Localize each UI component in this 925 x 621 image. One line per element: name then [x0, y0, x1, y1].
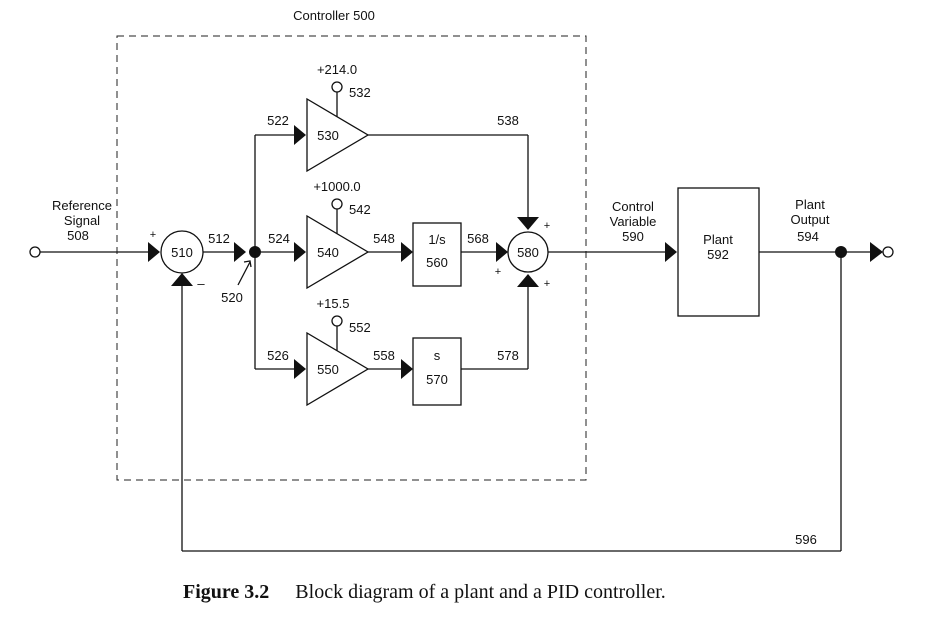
integrator-id: 560	[426, 255, 448, 270]
differentiator-id: 570	[426, 372, 448, 387]
label-548: 548	[373, 231, 395, 246]
gain-530-value: +214.0	[317, 62, 357, 77]
summer-510-minus: –	[197, 276, 205, 291]
feedback-arrow	[171, 273, 193, 286]
summer-580-plus-top: +	[544, 220, 550, 232]
gain-540-tap-label: 542	[349, 202, 371, 217]
gain-550-label: 550	[317, 362, 339, 377]
plant-id: 592	[707, 247, 729, 262]
wire-578-arrow	[517, 274, 539, 287]
summer-510-plus: +	[150, 229, 156, 241]
plant-output-arrow	[870, 242, 883, 262]
pointer-520-head	[243, 260, 252, 268]
pointer-520	[237, 261, 251, 286]
reference-arrow	[148, 242, 160, 262]
control-variable-arrow	[665, 242, 677, 262]
reference-label-id: 508	[67, 228, 89, 243]
label-538: 538	[497, 113, 519, 128]
label-520: 520	[221, 290, 243, 305]
reference-label-line1: Reference	[52, 198, 112, 213]
controller-boundary	[116, 35, 587, 481]
differentiator-expr: s	[434, 348, 441, 363]
caption-text: Block diagram of a plant and a PID contr…	[295, 581, 665, 603]
integrator-block-560	[412, 222, 462, 287]
plant-output-line1: Plant	[795, 197, 825, 212]
control-variable-id: 590	[622, 229, 644, 244]
plant-output-id: 594	[797, 229, 819, 244]
integrator-expr: 1/s	[428, 232, 446, 247]
gain-550-tap-terminal	[331, 315, 343, 327]
label-526: 526	[267, 348, 289, 363]
gain-540-tap-terminal	[331, 198, 343, 210]
caption-label: Figure 3.2	[183, 581, 269, 603]
gain-540-label: 540	[317, 245, 339, 260]
control-variable-line1: Control	[612, 199, 654, 214]
label-596: 596	[795, 532, 817, 547]
gain-530-label: 530	[317, 128, 339, 143]
label-568: 568	[467, 231, 489, 246]
wire-522-arrow	[294, 125, 306, 145]
gain-530-tap-terminal	[331, 81, 343, 93]
gain-550-tap-label: 552	[349, 320, 371, 335]
gain-550-value: +15.5	[317, 296, 350, 311]
wire-558-arrow	[401, 359, 413, 379]
summer-580-label: 580	[517, 245, 539, 260]
label-578: 578	[497, 348, 519, 363]
differentiator-block-570	[412, 337, 462, 406]
plant-output-terminal	[882, 246, 894, 258]
label-524: 524	[268, 231, 290, 246]
label-558: 558	[373, 348, 395, 363]
summer-580-plus-left: +	[495, 266, 501, 278]
label-522: 522	[267, 113, 289, 128]
wire-548-arrow	[401, 242, 413, 262]
summer-510-label: 510	[171, 245, 193, 260]
control-variable-line2: Variable	[610, 214, 657, 229]
wire-524-arrow	[294, 242, 306, 262]
reference-terminal	[29, 246, 41, 258]
gain-540-value: +1000.0	[313, 179, 360, 194]
figure-caption: Figure 3.2 Block diagram of a plant and …	[183, 581, 666, 603]
controller-title: Controller 500	[293, 8, 375, 23]
wire-512-arrow	[234, 242, 246, 262]
plant-output-line2: Output	[790, 212, 829, 227]
plant-name: Plant	[703, 232, 733, 247]
summer-580-plus-bottom: +	[544, 278, 550, 290]
wire-568-arrow	[496, 242, 508, 262]
plant-block-592	[677, 187, 760, 317]
wire-538-arrow	[517, 217, 539, 230]
gain-530-tap-label: 532	[349, 85, 371, 100]
reference-label-line2: Signal	[64, 213, 100, 228]
label-512: 512	[208, 231, 230, 246]
wire-526-arrow	[294, 359, 306, 379]
